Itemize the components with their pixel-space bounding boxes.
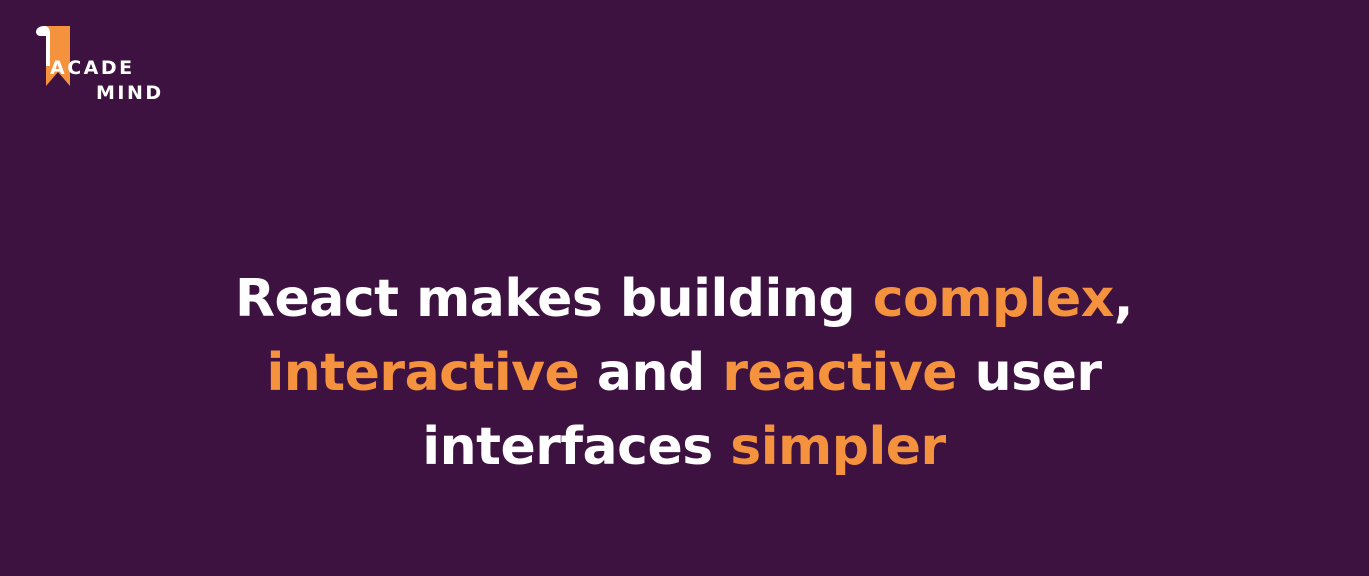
headline-text: , xyxy=(1113,269,1134,329)
logo-text-line2: MIND xyxy=(96,82,164,104)
academind-logo: ACADE MIND xyxy=(30,22,180,112)
headline-highlight: simpler xyxy=(730,417,946,477)
headline-text: interfaces xyxy=(422,417,731,477)
headline: React makes building complex, interactiv… xyxy=(84,262,1284,484)
headline-text: React makes building xyxy=(234,269,873,329)
logo-text-line1: ACADE xyxy=(50,57,135,79)
headline-text: user xyxy=(957,343,1102,403)
headline-line-2: interactive and reactive user xyxy=(84,336,1284,410)
headline-line-1: React makes building complex, xyxy=(84,262,1284,336)
bookmark-ribbon-icon xyxy=(36,26,70,86)
headline-highlight: interactive xyxy=(266,343,580,403)
headline-line-3: interfaces simpler xyxy=(84,410,1284,484)
headline-highlight: reactive xyxy=(722,343,958,403)
headline-text: and xyxy=(579,343,723,403)
headline-highlight: complex xyxy=(872,269,1115,329)
